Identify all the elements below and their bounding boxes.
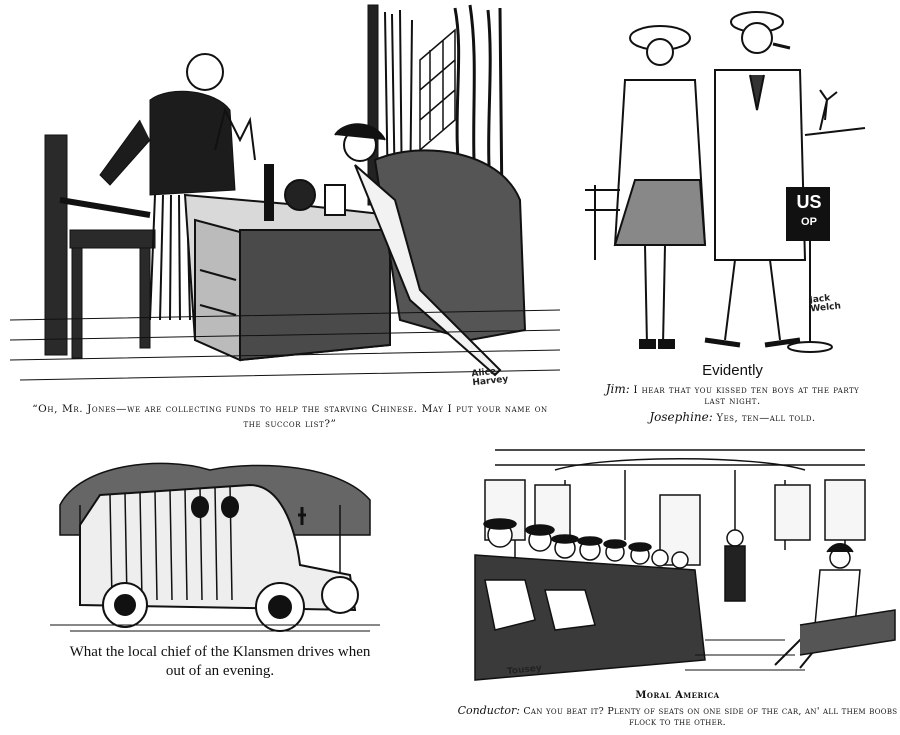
car-drawing bbox=[79, 483, 359, 632]
dialogue-text: I hear that you kissed ten boys at the p… bbox=[633, 385, 860, 396]
cartoon-title: Evidently bbox=[702, 362, 763, 379]
conductor-figure bbox=[724, 529, 746, 602]
speaker-label: Conductor: bbox=[457, 704, 521, 717]
illustration-hooded-car bbox=[40, 445, 390, 635]
dialogue-text: Yes, ten—all told. bbox=[716, 413, 816, 424]
sign-text-bottom: OP bbox=[801, 216, 817, 228]
tree-drawing bbox=[804, 89, 866, 136]
cartoon-panel-succor-list: Alice Harvey “Oh, Mr. Jones—we are colle… bbox=[0, 0, 560, 440]
illustration-office-scene bbox=[0, 0, 560, 395]
streetcar-floor bbox=[685, 639, 805, 671]
passengers-left bbox=[474, 518, 706, 681]
ground-hatching bbox=[50, 624, 380, 632]
dialogue-line-conductor: Conductor: Can you beat it? Plenty of se… bbox=[455, 704, 900, 717]
desk-drawing bbox=[183, 107, 391, 362]
dialogue-line-josephine: Josephine: Yes, ten—all told. bbox=[565, 410, 900, 424]
dialogue-line-jim-cont: last night. bbox=[704, 396, 761, 407]
curtain-drawing bbox=[367, 4, 504, 216]
streetcar-windows bbox=[484, 479, 866, 566]
chair-drawing bbox=[44, 134, 156, 359]
man-figure-drawing bbox=[99, 53, 236, 321]
caption-line-2: out of an evening. bbox=[165, 663, 275, 679]
woman-figure-drawing bbox=[613, 25, 707, 349]
bus-stop-sign bbox=[786, 187, 833, 353]
fence-drawing bbox=[585, 185, 620, 260]
passenger-woman-right bbox=[774, 543, 896, 669]
woman-figure-drawing bbox=[334, 123, 527, 377]
man-figure-drawing bbox=[704, 11, 807, 348]
caption-line-1: What the local chief of the Klansmen dri… bbox=[69, 644, 371, 660]
speaker-label: Josephine: bbox=[649, 410, 713, 424]
speaker-label: Jim: bbox=[605, 382, 630, 396]
cartoon-panel-evidently: US OP Jack Welch Evidently Jim: I hear t… bbox=[565, 0, 900, 440]
dialogue-text: Can you beat it? Plenty of seats on one … bbox=[523, 706, 898, 717]
illustration-streetcar-interior: Tousey bbox=[455, 440, 900, 685]
sign-text-top: US bbox=[796, 192, 822, 212]
dialogue-line-jim: Jim: I hear that you kissed ten boys at … bbox=[565, 382, 900, 396]
cartoon-panel-moral-america: Tousey Moral America Conductor: Can you … bbox=[455, 440, 900, 735]
illustration-couple-scene: US OP Jack Welch bbox=[565, 0, 900, 360]
cartoon-caption: “Oh, Mr. Jones—we are collecting funds t… bbox=[32, 403, 548, 430]
cartoon-title: Moral America bbox=[635, 690, 720, 701]
floor-hatching bbox=[9, 309, 560, 381]
artist-signature: Jack Welch bbox=[809, 293, 842, 315]
dialogue-line-conductor-cont: flock to the other. bbox=[629, 717, 726, 728]
cartoon-panel-klansmen: What the local chief of the Klansmen dri… bbox=[0, 440, 440, 735]
